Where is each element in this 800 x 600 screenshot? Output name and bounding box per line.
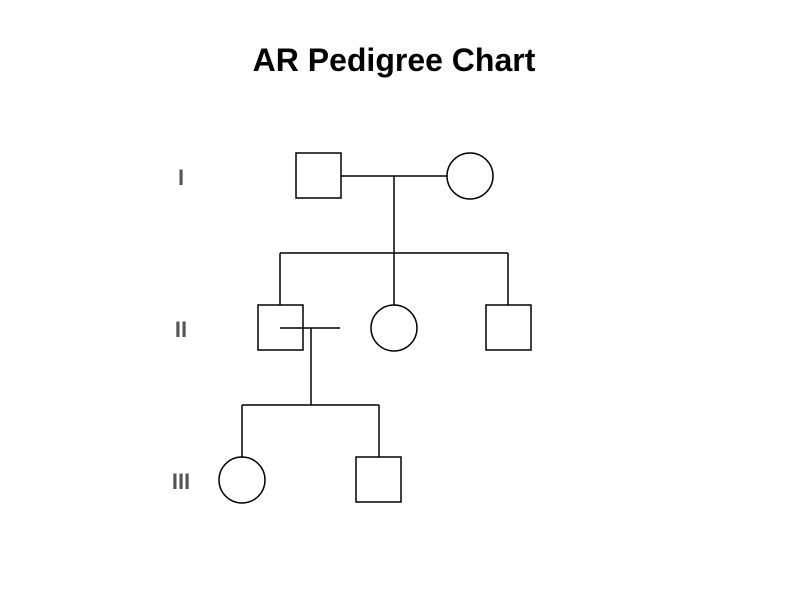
individual-III-2-male <box>355 456 402 503</box>
chart-title: AR Pedigree Chart <box>252 42 536 78</box>
generation-label-3: III <box>171 469 191 494</box>
individual-II-3-male <box>485 304 532 351</box>
individual-II-2-female <box>370 304 418 352</box>
generation-label-1: I <box>177 165 185 190</box>
individual-I-1-male <box>295 152 342 199</box>
individual-I-2-female <box>446 152 494 200</box>
generation-label-2: II <box>174 317 188 342</box>
individual-III-1-female <box>218 456 266 504</box>
